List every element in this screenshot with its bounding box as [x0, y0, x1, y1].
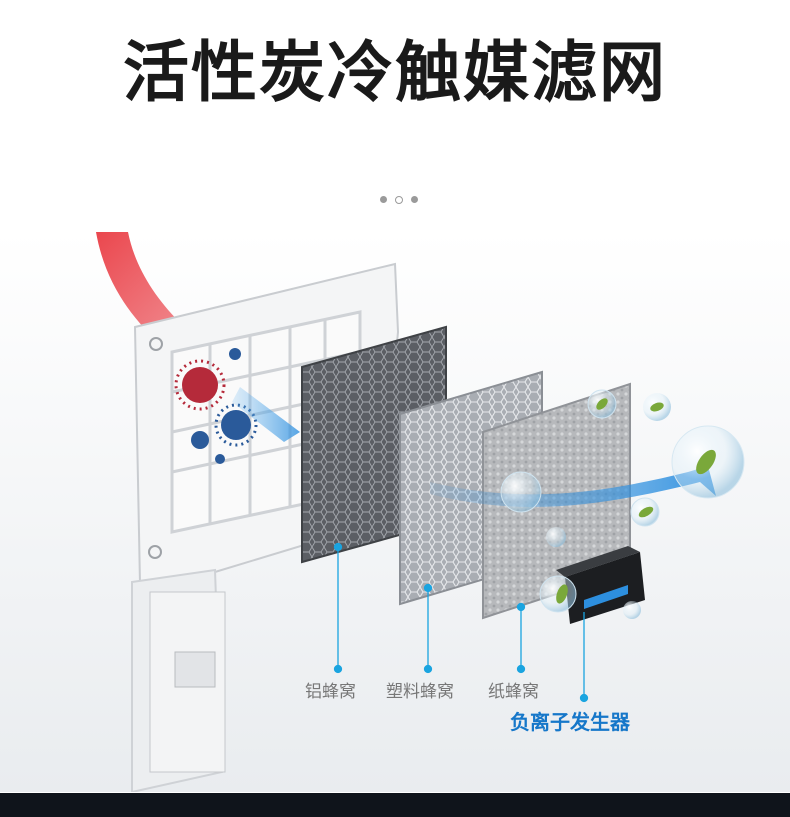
- callout-pointers: [333, 542, 589, 703]
- label-plastic-honeycomb: 塑料蜂窝: [386, 682, 454, 702]
- bottom-bar: [0, 793, 790, 817]
- carousel-dot-2[interactable]: [395, 196, 403, 204]
- label-paper-honeycomb: 纸蜂窝: [488, 682, 539, 702]
- carousel-indicator: [380, 196, 420, 206]
- virus-particles: [174, 348, 258, 464]
- page-title: 活性炭冷触媒滤网: [123, 34, 667, 111]
- filter-exploded-diagram: [0, 232, 790, 792]
- label-ion-generator: 负离子发生器: [510, 710, 630, 734]
- carousel-dot-1[interactable]: [380, 196, 387, 203]
- carousel-dot-3[interactable]: [411, 196, 418, 203]
- airflow-inner: [232, 387, 300, 442]
- fresh-air-bubbles: [500, 389, 745, 619]
- label-aluminium-honeycomb: 铝蜂窝: [305, 682, 356, 702]
